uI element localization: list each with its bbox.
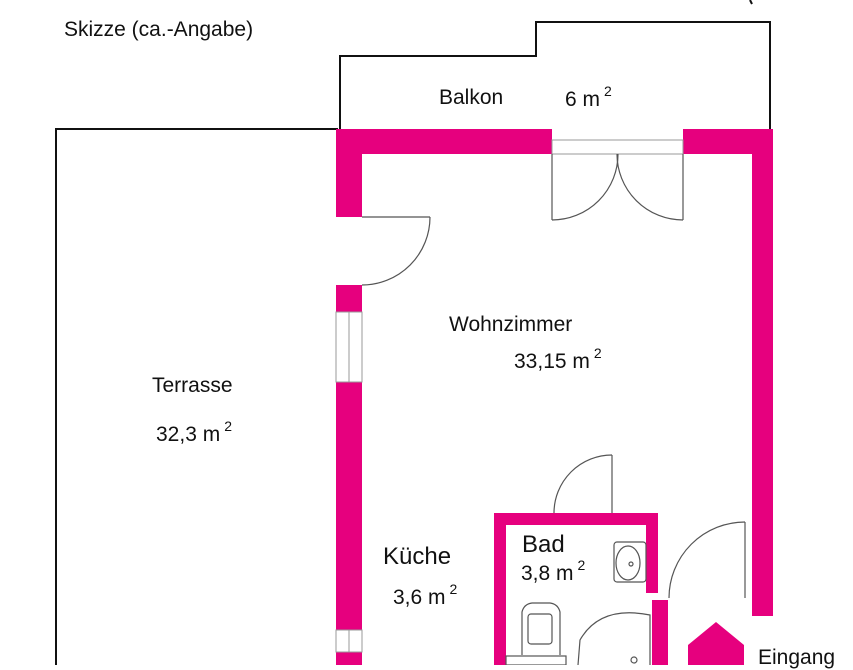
kueche-area-exp: 2 bbox=[449, 581, 458, 597]
balkon-label: Balkon bbox=[439, 86, 504, 109]
wohnzimmer-label: Wohnzimmer bbox=[449, 313, 573, 336]
entrance-arrow-icon bbox=[688, 622, 744, 665]
bad-area-value: 3,8 m bbox=[521, 562, 574, 585]
bad-wall-top bbox=[494, 513, 658, 525]
kueche-label: Küche bbox=[383, 543, 452, 570]
outline-lines bbox=[55, 0, 771, 665]
terrasse-area-value: 32,3 m bbox=[156, 423, 221, 446]
toilet-icon bbox=[521, 602, 561, 655]
wall-left-bottom bbox=[336, 652, 362, 665]
bath-fixtures bbox=[505, 541, 651, 665]
eingang-label: Eingang bbox=[758, 646, 836, 669]
shower-icon bbox=[577, 612, 651, 665]
sketch-title: Skizze (ca.-Angabe) bbox=[64, 18, 254, 41]
windows bbox=[335, 139, 684, 653]
wall-left-upper bbox=[336, 129, 362, 217]
wall-right bbox=[752, 129, 773, 616]
balkon-area-exp: 2 bbox=[604, 83, 612, 99]
kueche-area-value: 3,6 m bbox=[393, 586, 446, 609]
terrace-outline bbox=[55, 128, 338, 665]
terrasse-area-exp: 2 bbox=[224, 418, 232, 434]
bad-wall-lower-right bbox=[652, 600, 668, 665]
balcony-outline bbox=[339, 21, 771, 129]
wohnzimmer-area-value: 33,15 m bbox=[514, 350, 590, 373]
bad-wall-left bbox=[494, 513, 506, 665]
bad-wall-right bbox=[646, 513, 658, 593]
top-edge-mark bbox=[749, 0, 753, 5]
sink-icon bbox=[613, 541, 647, 583]
terrasse-label: Terrasse bbox=[152, 374, 233, 397]
wohnzimmer-area-exp: 2 bbox=[593, 345, 602, 361]
walls bbox=[336, 129, 773, 665]
bad-area-exp: 2 bbox=[577, 557, 586, 573]
wall-top-left bbox=[336, 129, 552, 154]
wall-left-mid bbox=[336, 285, 362, 312]
window-top-door-frame bbox=[551, 139, 684, 155]
doors bbox=[361, 153, 746, 599]
bad-label: Bad bbox=[522, 531, 565, 558]
wall-left-lower bbox=[336, 382, 362, 630]
balkon-area-value: 6 m bbox=[565, 88, 601, 111]
